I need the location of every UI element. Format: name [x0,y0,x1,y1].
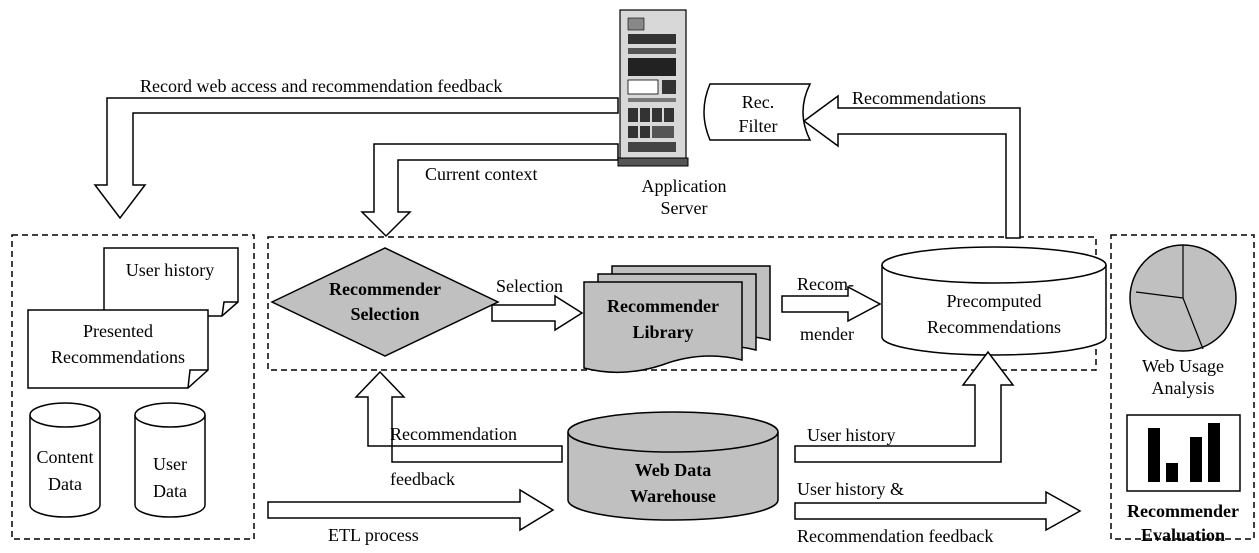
presented-label-2: Recommendations [51,347,185,367]
content-data-label-1: Content [37,447,94,467]
rec-filter-label-2: Filter [739,116,778,136]
user-history-feedback-arrow [794,490,1082,532]
rec-eval-label-1: Recommender [1127,501,1239,521]
recommendation-label: Recommendation [390,424,517,444]
selection-label: Selection [496,276,563,296]
user-history-and-label: User history & [797,479,904,499]
rec-library-label-2: Library [633,322,694,342]
pie-chart-icon [1129,244,1237,352]
rec-selection-label-2: Selection [351,304,420,324]
feedback-label: feedback [390,469,455,489]
user-data-label-1: User [153,454,187,474]
presented-label-1: Presented [83,321,153,341]
recommendation-feedback-label: Recommendation feedback [797,526,993,546]
user-data-label-2: Data [153,481,187,501]
etl-process-label: ETL process [328,525,419,545]
user-data-region [11,234,255,540]
record-feedback-label: Record web access and recommendation fee… [140,76,502,96]
rec-filter-label-1: Rec. [742,92,774,112]
rec-filter-shape [703,83,812,141]
rec-selection-label-1: Recommender [329,279,441,299]
warehouse-label-1: Web Data [635,460,712,480]
web-usage-label-2: Analysis [1152,378,1215,398]
app-server-label-2: Server [661,198,708,218]
precomputed-recommendations-cylinder [881,246,1107,356]
evaluation-region [1110,234,1255,540]
current-context-arrow [360,143,619,238]
recommendations-arrow [802,94,1021,239]
user-history-arrow [794,350,1015,463]
content-data-label-2: Data [48,474,82,494]
user-history-document [103,247,239,317]
content-data-cylinder [29,402,101,518]
web-data-warehouse-cylinder [567,411,779,521]
recom-label-1: Recom- [797,274,854,294]
web-usage-label-1: Web Usage [1142,356,1224,376]
recommender-arrow [781,285,882,323]
app-server-label-1: Application [642,176,727,196]
recom-label-2: mender [800,324,854,344]
record-feedback-arrow [93,97,619,220]
precomputed-label-2: Recommendations [927,317,1061,337]
current-context-label: Current context [425,164,537,184]
etl-process-arrow [267,488,555,532]
precomputed-label-1: Precomputed [947,291,1042,311]
rec-eval-label-2: Evaluation [1141,525,1225,545]
recommender-selection-diamond [270,247,500,357]
user-data-cylinder [134,402,206,518]
recommendations-label: Recommendations [852,88,986,108]
selection-arrow [491,294,584,332]
user-history-doc-label: User history [126,260,215,280]
bar-chart-icon [1126,414,1241,492]
user-history-label: User history [807,425,896,445]
presented-recommendations-document [27,309,209,389]
recommender-library-stack [583,265,771,374]
server-tower-icon [617,9,689,167]
rec-library-label-1: Recommender [607,296,719,316]
warehouse-label-2: Warehouse [630,486,716,506]
recommendation-feedback-arrow [354,370,563,463]
